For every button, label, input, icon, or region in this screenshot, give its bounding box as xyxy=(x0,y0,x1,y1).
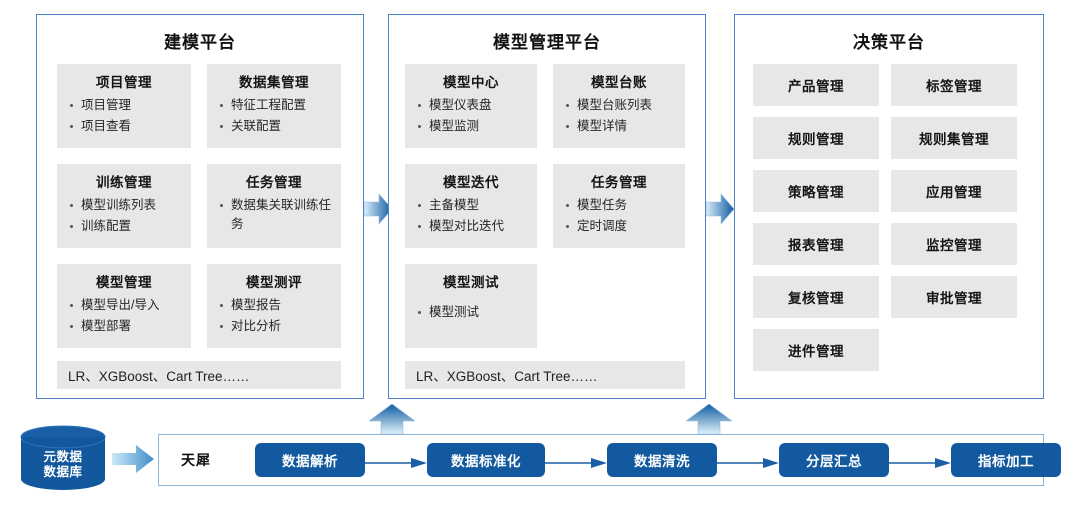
card-title: 训练管理 xyxy=(96,175,152,190)
card-item-list: 数据集关联训练任务 xyxy=(215,196,333,234)
card-item-list: 特征工程配置 关联配置 xyxy=(215,96,333,136)
card-model-iteration[interactable]: 模型迭代 主备模型 模型对比迭代 xyxy=(405,164,537,248)
card-model-center[interactable]: 模型中心 模型仪表盘 模型监测 xyxy=(405,64,537,148)
list-item[interactable]: 数据集关联训练任务 xyxy=(220,196,333,234)
list-item[interactable]: 模型导出/导入 xyxy=(70,296,183,315)
stage-data-cleaning[interactable]: 数据清洗 xyxy=(607,443,717,477)
list-item[interactable]: 主备模型 xyxy=(418,196,529,215)
tile-rule-management[interactable]: 规则管理 xyxy=(753,117,879,159)
cylinder-label-line2: 数据库 xyxy=(43,465,83,479)
pipeline-label-tianxi: 天犀 xyxy=(181,452,211,468)
card-title: 模型测试 xyxy=(443,275,499,290)
card-title: 模型迭代 xyxy=(443,175,499,190)
tile-report-management[interactable]: 报表管理 xyxy=(753,223,879,265)
connector-2 xyxy=(545,455,607,468)
card-item-list: 模型导出/导入 模型部署 xyxy=(65,296,183,336)
card-training-management[interactable]: 训练管理 模型训练列表 训练配置 xyxy=(57,164,191,248)
list-item[interactable]: 项目查看 xyxy=(70,117,183,136)
card-title: 模型台账 xyxy=(591,75,647,90)
arrow-modeling-to-model-management xyxy=(363,192,393,226)
card-model-task-management[interactable]: 任务管理 模型任务 定时调度 xyxy=(553,164,685,248)
tile-review-management[interactable]: 复核管理 xyxy=(753,276,879,318)
list-item[interactable]: 模型对比迭代 xyxy=(418,217,529,236)
cylinder-label: 元数据 数据库 xyxy=(16,450,110,480)
list-item[interactable]: 模型监测 xyxy=(418,117,529,136)
stage-data-standardization[interactable]: 数据标准化 xyxy=(427,443,545,477)
tile-ruleset-management[interactable]: 规则集管理 xyxy=(891,117,1017,159)
card-task-management[interactable]: 任务管理 数据集关联训练任务 xyxy=(207,164,341,248)
panel-modeling-platform: 建模平台 项目管理 项目管理 项目查看 数据集管理 特征工程配置 关联配置 训练… xyxy=(36,14,364,399)
algorithm-bar-model-management: LR、XGBoost、Cart Tree…… xyxy=(405,361,685,389)
list-item[interactable]: 模型训练列表 xyxy=(70,196,183,215)
card-item-list: 模型仪表盘 模型监测 xyxy=(413,96,529,136)
list-item[interactable]: 模型台账列表 xyxy=(566,96,677,115)
card-item-list: 主备模型 模型对比迭代 xyxy=(413,196,529,236)
list-item[interactable]: 模型报告 xyxy=(220,296,333,315)
list-item[interactable]: 训练配置 xyxy=(70,217,183,236)
stage-metric-processing[interactable]: 指标加工 xyxy=(951,443,1061,477)
panel-model-management-platform: 模型管理平台 模型中心 模型仪表盘 模型监测 模型台账 模型台账列表 模型详情 … xyxy=(388,14,706,399)
arrow-model-management-to-decision xyxy=(705,192,735,226)
metadata-database-cylinder: 元数据 数据库 xyxy=(16,425,110,491)
data-pipeline-container: 天犀 数据解析 数据标准化 数据清洗 分层汇总 指标加工 xyxy=(158,434,1061,486)
stage-layered-aggregation[interactable]: 分层汇总 xyxy=(779,443,889,477)
card-project-management[interactable]: 项目管理 项目管理 项目查看 xyxy=(57,64,191,148)
card-model-management[interactable]: 模型管理 模型导出/导入 模型部署 xyxy=(57,264,191,348)
stage-data-parsing[interactable]: 数据解析 xyxy=(255,443,365,477)
tile-monitor-management[interactable]: 监控管理 xyxy=(891,223,1017,265)
card-item-list: 模型台账列表 模型详情 xyxy=(561,96,677,136)
card-item-list: 项目管理 项目查看 xyxy=(65,96,183,136)
card-model-ledger[interactable]: 模型台账 模型台账列表 模型详情 xyxy=(553,64,685,148)
tile-application-management[interactable]: 应用管理 xyxy=(891,170,1017,212)
card-item-list: 模型任务 定时调度 xyxy=(561,196,677,236)
list-item[interactable]: 模型测试 xyxy=(418,303,529,322)
panel-decision-platform: 决策平台 产品管理 标签管理 规则管理 规则集管理 策略管理 应用管理 报表管理… xyxy=(734,14,1044,399)
arrow-pipeline-to-model-management xyxy=(368,403,416,435)
list-item[interactable]: 模型详情 xyxy=(566,117,677,136)
list-item[interactable]: 关联配置 xyxy=(220,117,333,136)
card-title: 项目管理 xyxy=(96,75,152,90)
connector-4 xyxy=(889,455,951,468)
card-dataset-management[interactable]: 数据集管理 特征工程配置 关联配置 xyxy=(207,64,341,148)
card-title: 任务管理 xyxy=(591,175,647,190)
card-item-list: 模型训练列表 训练配置 xyxy=(65,196,183,236)
connector-1 xyxy=(365,455,427,468)
tile-intake-management[interactable]: 进件管理 xyxy=(753,329,879,371)
tile-product-management[interactable]: 产品管理 xyxy=(753,64,879,106)
card-title: 模型测评 xyxy=(246,275,302,290)
list-item[interactable]: 项目管理 xyxy=(70,96,183,115)
panel-title-model-management: 模型管理平台 xyxy=(493,33,601,52)
panel-title-decision: 决策平台 xyxy=(853,33,925,52)
arrow-datasource-to-pipeline xyxy=(112,444,154,474)
algorithm-bar-modeling: LR、XGBoost、Cart Tree…… xyxy=(57,361,341,389)
card-item-list: 模型测试 xyxy=(413,303,529,322)
tile-strategy-management[interactable]: 策略管理 xyxy=(753,170,879,212)
tile-label-management[interactable]: 标签管理 xyxy=(891,64,1017,106)
list-item[interactable]: 模型仪表盘 xyxy=(418,96,529,115)
list-item[interactable]: 对比分析 xyxy=(220,317,333,336)
list-item[interactable]: 模型部署 xyxy=(70,317,183,336)
connector-3 xyxy=(717,455,779,468)
list-item[interactable]: 模型任务 xyxy=(566,196,677,215)
arrow-pipeline-to-decision xyxy=(685,403,733,435)
panel-title-modeling: 建模平台 xyxy=(164,33,236,52)
list-item[interactable]: 定时调度 xyxy=(566,217,677,236)
card-title: 模型中心 xyxy=(443,75,499,90)
list-item[interactable]: 特征工程配置 xyxy=(220,96,333,115)
card-title: 任务管理 xyxy=(246,175,302,190)
card-model-evaluation[interactable]: 模型测评 模型报告 对比分析 xyxy=(207,264,341,348)
card-title: 模型管理 xyxy=(96,275,152,290)
cylinder-label-line1: 元数据 xyxy=(43,450,83,464)
card-title: 数据集管理 xyxy=(239,75,309,90)
tile-approval-management[interactable]: 审批管理 xyxy=(891,276,1017,318)
card-model-test[interactable]: 模型测试 模型测试 xyxy=(405,264,537,348)
card-item-list: 模型报告 对比分析 xyxy=(215,296,333,336)
